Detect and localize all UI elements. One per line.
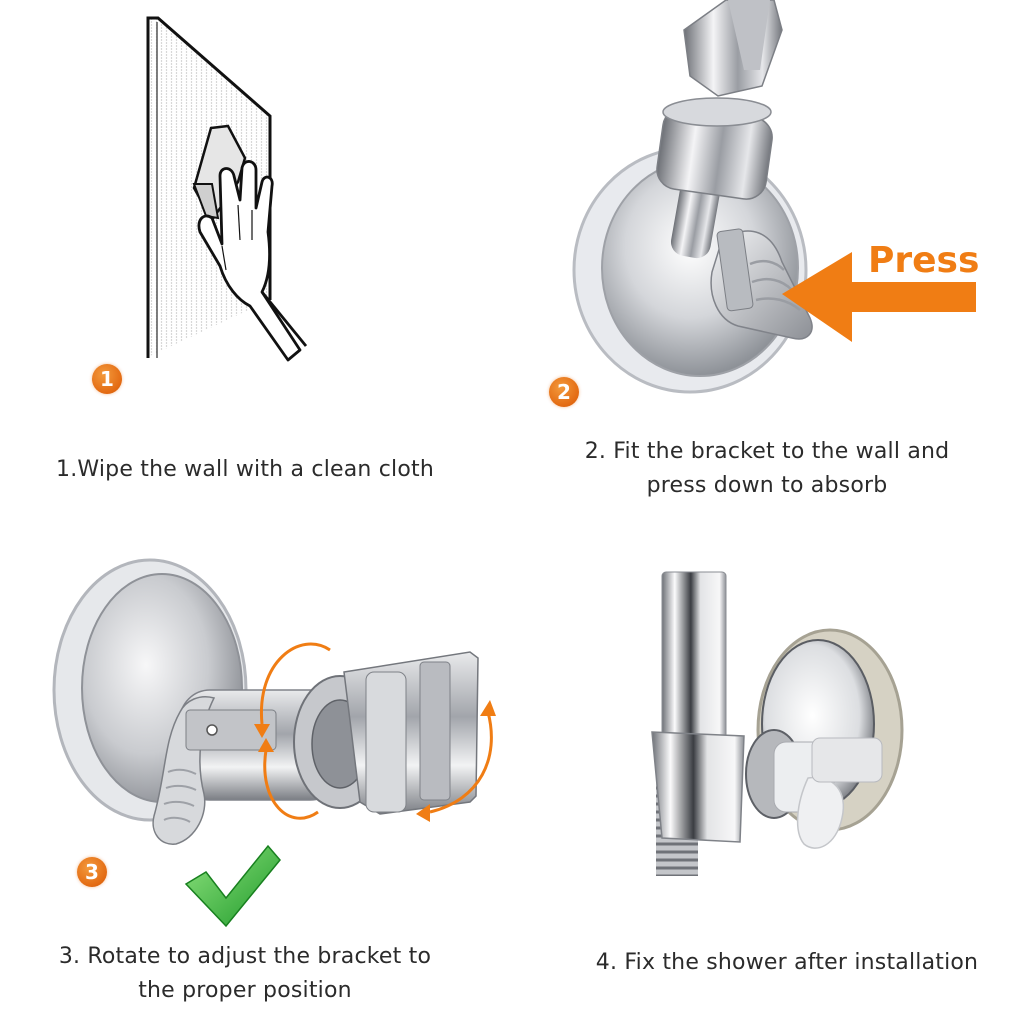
suction-bracket-illustration xyxy=(572,0,976,394)
step-2-panel: Press 2 2. Fit the bracket to the wall a… xyxy=(512,0,1024,512)
step-1-panel: 1 1.Wipe the wall with a clean cloth xyxy=(0,0,512,512)
step-2-badge: 2 xyxy=(549,377,579,407)
step-2-caption-line-1: 2. Fit the bracket to the wall and xyxy=(584,439,950,464)
step-3-caption-line-1: 3. Rotate to adjust the bracket to xyxy=(58,944,432,969)
step-3-caption: 3. Rotate to adjust the bracket to the p… xyxy=(20,940,470,1008)
step-4-caption: 4. Fix the shower after installation xyxy=(595,950,979,975)
step-3-caption-line-2: the proper position xyxy=(138,978,352,1003)
press-arrow-icon xyxy=(782,252,976,342)
step-1-badge: 1 xyxy=(92,364,122,394)
step-3-panel: 3 3. Rotate to adjust the bracket to the… xyxy=(0,512,512,1024)
step-1-caption: 1.Wipe the wall with a clean cloth xyxy=(56,457,434,482)
press-callout: Press xyxy=(868,240,980,281)
rotate-arrows-icon xyxy=(259,642,493,820)
step-2-caption: 2. Fit the bracket to the wall and press… xyxy=(542,435,992,503)
step-4-panel: 4. Fix the shower after installation xyxy=(512,512,1024,1024)
green-checkmark-icon xyxy=(184,844,281,928)
step-2-caption-line-2: press down to absorb xyxy=(646,473,888,498)
bracket-rotation-illustration xyxy=(52,558,496,928)
hand-wiping-wall-illustration xyxy=(146,16,308,362)
step-3-badge: 3 xyxy=(77,857,107,887)
mounted-shower-illustration xyxy=(651,571,904,876)
